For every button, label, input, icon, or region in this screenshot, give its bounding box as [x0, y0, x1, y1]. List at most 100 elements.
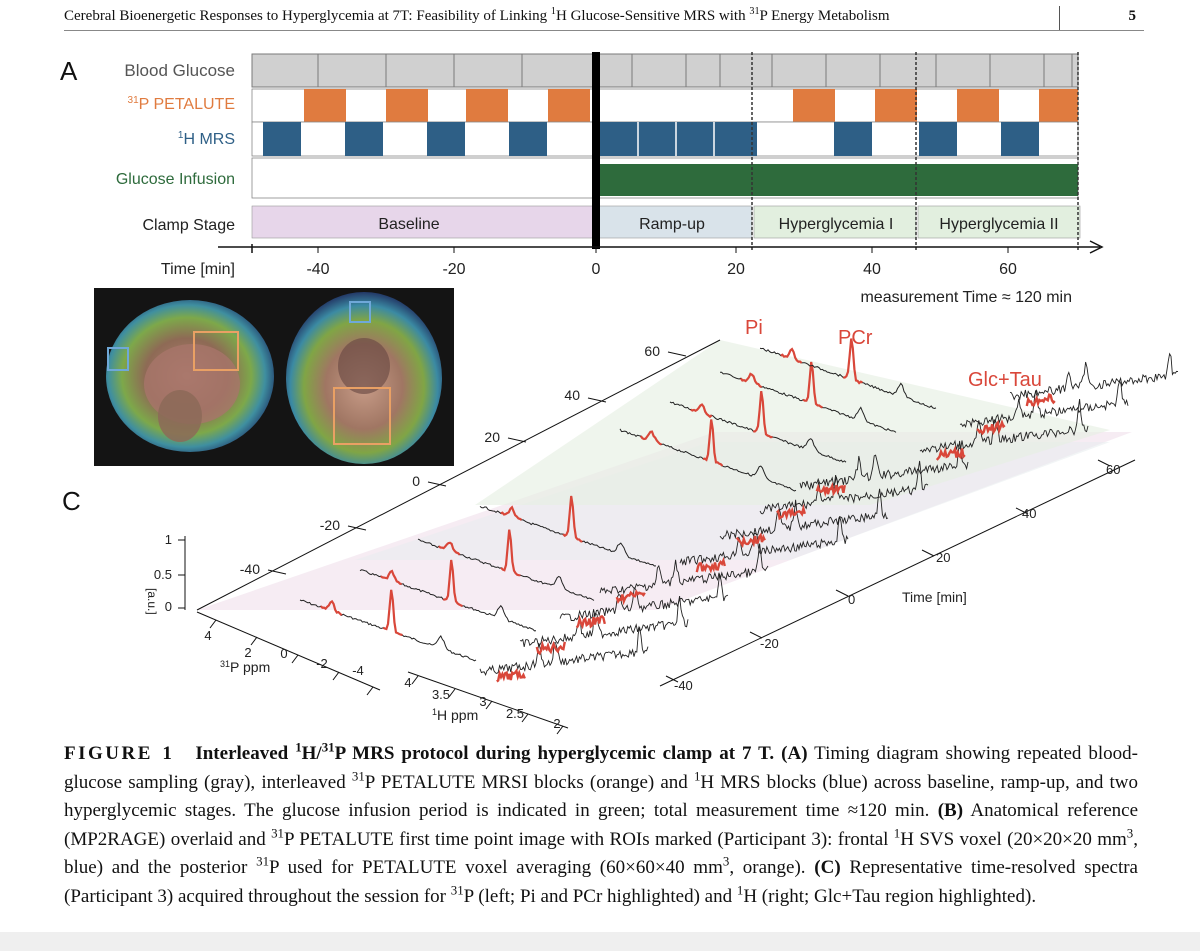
row-label-infusion: Glucose Infusion	[116, 171, 235, 188]
glc-tau-highlight	[815, 481, 846, 498]
h-ppm-tick: 2	[553, 716, 560, 731]
p-ppm-axis: 4 2 0 -2 -4 31P ppm	[196, 611, 381, 696]
pi-highlight	[438, 541, 461, 556]
pi-highlight	[500, 505, 523, 521]
left-time-tick: -20	[320, 517, 340, 533]
h-ppm-tick: 4	[404, 675, 411, 690]
glc-tau-highlight	[935, 445, 966, 461]
pcr-highlight	[843, 338, 863, 385]
h-ppm-tick: 3.5	[432, 687, 450, 702]
time-tick: 20	[727, 261, 745, 278]
pcr-highlight	[702, 419, 724, 467]
amp-tick: 0	[165, 599, 172, 614]
axial-slice	[286, 292, 442, 464]
right-time-tick: 0	[848, 592, 855, 607]
p-ppm-tick: 4	[204, 628, 211, 643]
viewer-bottom-bar	[0, 932, 1200, 951]
stage-hyper-1: Hyperglycemia I	[779, 216, 894, 233]
peak-label-pcr: PCr	[838, 327, 873, 349]
h1-spectrum	[519, 596, 689, 647]
h1-spectrum	[719, 488, 889, 540]
h-ppm-tick: 3	[479, 694, 486, 709]
right-time-axis: 60 40 20 0 -20 -40 Time [min]	[659, 459, 1136, 693]
peak-label-pi: Pi	[745, 317, 763, 339]
stage-baseline: Baseline	[378, 216, 439, 233]
h1-spectrum	[679, 516, 849, 566]
right-time-tick: 20	[936, 550, 950, 565]
running-header: Cerebral Bioenergetic Responses to Hyper…	[64, 6, 1144, 31]
glc-tau-highlight	[1025, 393, 1056, 408]
h-ppm-tick: 2.5	[506, 706, 524, 721]
spectra-traces	[299, 338, 1179, 683]
left-time-tick: -40	[240, 561, 260, 577]
h1-spectrum	[479, 627, 649, 676]
pi-highlight	[780, 347, 803, 364]
running-title: Cerebral Bioenergetic Responses to Hyper…	[64, 6, 890, 24]
row-label-petalute: 31P PETALUTE	[128, 95, 235, 113]
measurement-time-note: measurement Time ≈ 120 min	[860, 289, 1072, 306]
time-tick: -40	[306, 261, 329, 278]
header-divider	[1059, 6, 1060, 30]
panel-label-a: A	[60, 56, 78, 86]
figure-number: FIGURE 1	[64, 743, 175, 764]
pi-highlight	[320, 599, 343, 617]
timing-diagram: A Blood Glucose 31P PETALUTE 1H MRS Gluc…	[60, 40, 1140, 310]
p-ppm-tick: 2	[244, 645, 251, 660]
pcr-highlight	[443, 559, 463, 608]
h-ppm-axis: 4 3.5 3 2.5 2 1H ppm	[404, 671, 569, 735]
h1-spectrum	[759, 460, 929, 515]
clamp-stage-row: Baseline Ramp-up Hyperglycemia I Hypergl…	[251, 205, 1081, 239]
h1-spectrum	[599, 543, 769, 595]
h-svs-voxel-sagittal	[107, 347, 129, 371]
pcr-highlight	[500, 529, 521, 577]
time-axis-label: Time [min]	[161, 261, 235, 278]
stage-hyper-2: Hyperglycemia II	[939, 216, 1058, 233]
petalute-voxel-sagittal	[193, 331, 239, 371]
right-time-tick: -20	[760, 636, 779, 651]
row-label-clamp-stage: Clamp Stage	[143, 217, 236, 234]
time-tick: 60	[999, 261, 1017, 278]
h1-spectrum	[799, 440, 969, 491]
amp-tick: 1	[165, 532, 172, 547]
sagittal-slice	[106, 300, 274, 452]
row-label-blood-glucose: Blood Glucose	[124, 61, 235, 80]
spectra-svg: C Pi PCr Glc+Tau 60 40 20 0 -20 -40	[62, 317, 1179, 735]
glc-tau-highlight	[615, 589, 646, 606]
glc-tau-highlight	[735, 532, 766, 549]
h1-spectrum	[959, 379, 1129, 429]
left-time-tick: 0	[412, 473, 420, 489]
pi-highlight	[690, 403, 713, 419]
start-marker	[592, 52, 600, 249]
blood-glucose-row	[251, 53, 1079, 88]
peak-label-glc-tau: Glc+Tau	[968, 369, 1042, 391]
mri-svg: B	[66, 288, 442, 464]
anatomical-images: B	[66, 288, 454, 466]
time-tick: 40	[863, 261, 881, 278]
figure-caption: FIGURE 1 Interleaved 1H/31P MRS protocol…	[64, 739, 1139, 907]
left-time-tick: 20	[484, 429, 500, 445]
petalute-voxel-axial	[333, 387, 391, 445]
h1-spectrum	[559, 574, 729, 622]
p-ppm-tick: -2	[316, 656, 328, 671]
p-ppm-tick: -4	[352, 663, 364, 678]
glc-tau-highlight	[695, 556, 726, 574]
left-time-tick: 40	[564, 387, 580, 403]
hyper-plane	[475, 340, 1110, 505]
glc-tau-highlight	[976, 419, 1006, 436]
pcr-highlight	[562, 495, 583, 543]
figure-title: Interleaved 1H/31P MRS protocol during h…	[195, 739, 775, 764]
time-tick: 0	[592, 261, 601, 278]
right-time-axis-label: Time [min]	[902, 589, 967, 605]
right-time-tick: 40	[1022, 506, 1036, 521]
amp-axis-label: [a.u.]	[145, 588, 159, 615]
pcr-highlight	[382, 589, 403, 637]
pcr-highlight	[753, 391, 773, 439]
amp-tick: 0.5	[154, 567, 172, 582]
panel-label-c: C	[62, 486, 81, 516]
glc-tau-highlight	[575, 614, 606, 630]
spectra-panel: C Pi PCr Glc+Tau 60 40 20 0 -20 -40	[60, 300, 1200, 740]
pcr-highlight	[802, 361, 823, 409]
left-time-tick: 60	[644, 343, 660, 359]
p-ppm-tick: 0	[280, 646, 287, 661]
petalute-row	[251, 88, 1079, 123]
